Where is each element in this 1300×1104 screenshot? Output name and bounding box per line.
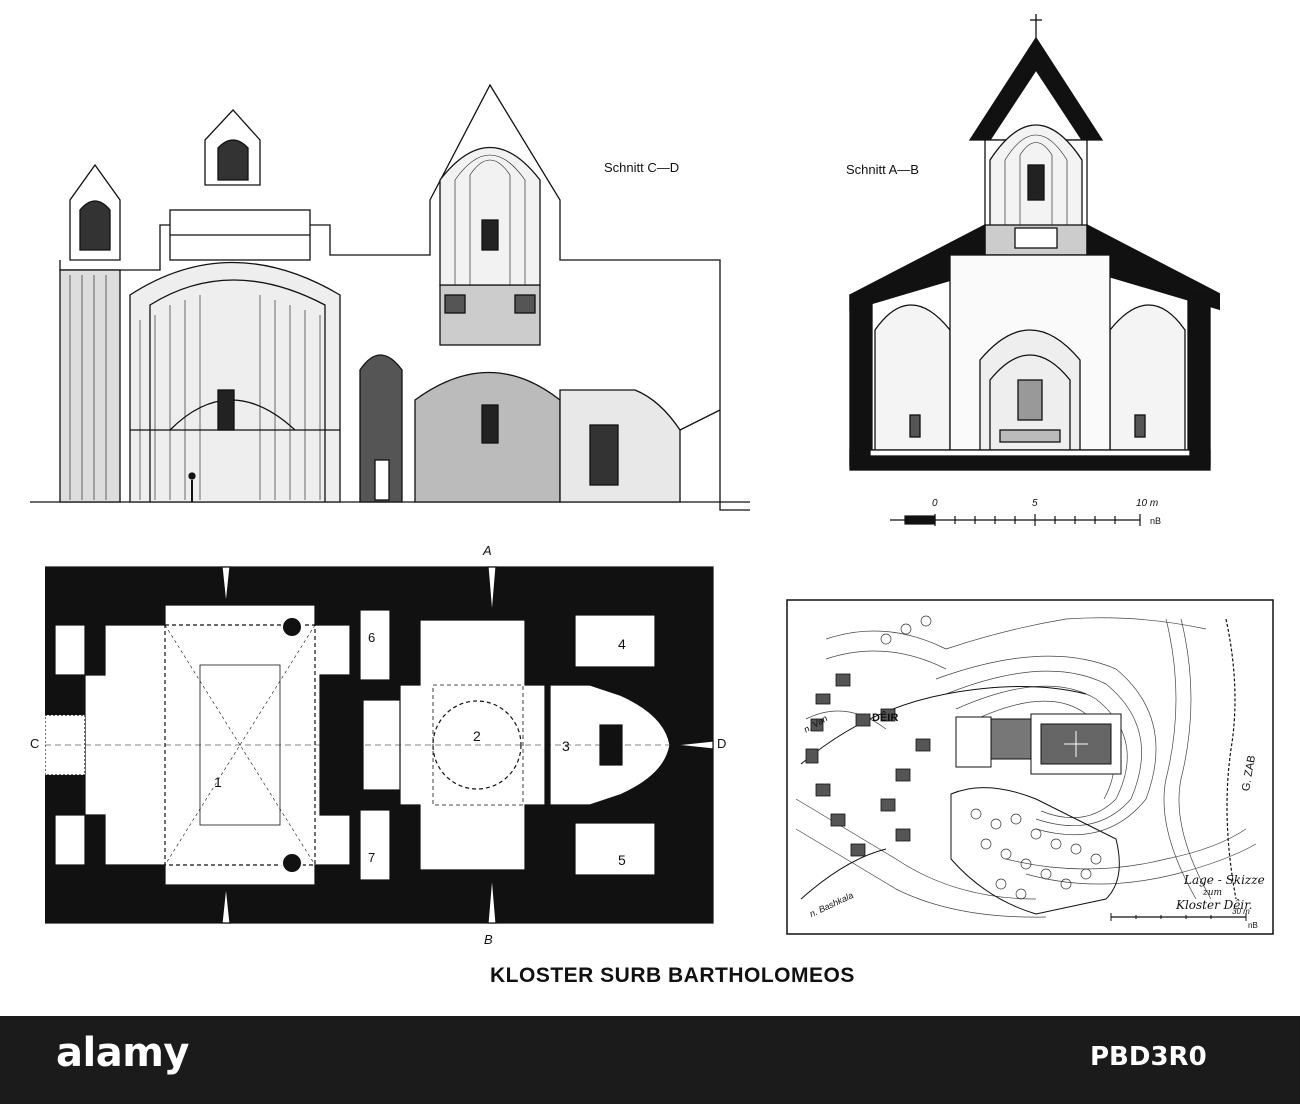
scale-tick-10: 10 m — [1136, 498, 1159, 509]
site-caption-line3: Kloster Dêir. — [1176, 898, 1253, 912]
brand-logo: alamy — [56, 1030, 189, 1076]
plan-marker-a: A — [483, 543, 492, 558]
section-ab-label: Schnitt A—B — [846, 162, 919, 177]
section-cd-label: Schnitt C—D — [604, 160, 680, 175]
plan-marker-b: B — [484, 932, 493, 947]
room-number-4: 4 — [618, 636, 626, 652]
site-sketch-map — [786, 599, 1274, 935]
scale-tick-0: 0 — [932, 498, 938, 509]
scale-signature: nB — [1150, 516, 1162, 526]
scale-tick-5: 5 — [1032, 498, 1038, 509]
site-caption-line1: Lage - Skizze — [1184, 873, 1265, 887]
plan-marker-c: C — [30, 736, 40, 751]
stock-code: PBD3R0 — [1090, 1042, 1207, 1072]
room-number-1: 1 — [214, 774, 222, 790]
plate-title: KLOSTER SURB BARTHOLOMEOS — [490, 964, 855, 987]
room-number-2: 2 — [473, 728, 481, 744]
plan-marker-d: D — [717, 736, 727, 751]
section-cd-drawing — [30, 83, 750, 511]
watermark-footer — [0, 1016, 1300, 1104]
room-number-5: 5 — [618, 852, 626, 868]
site-village-label: DÊIR — [872, 712, 899, 724]
room-number-7: 7 — [368, 850, 376, 865]
section-ab-drawing — [849, 14, 1220, 471]
floor-plan-drawing — [45, 566, 714, 924]
site-signature: nB — [1248, 921, 1258, 930]
room-number-6: 6 — [368, 630, 376, 645]
plate-sheet: Schnitt C—D — [30, 14, 1274, 987]
site-scale-end-label: 30 m — [1232, 907, 1250, 916]
scale-bar — [890, 514, 1141, 526]
room-number-3: 3 — [562, 738, 570, 754]
site-caption-line2: zum — [1203, 888, 1223, 898]
